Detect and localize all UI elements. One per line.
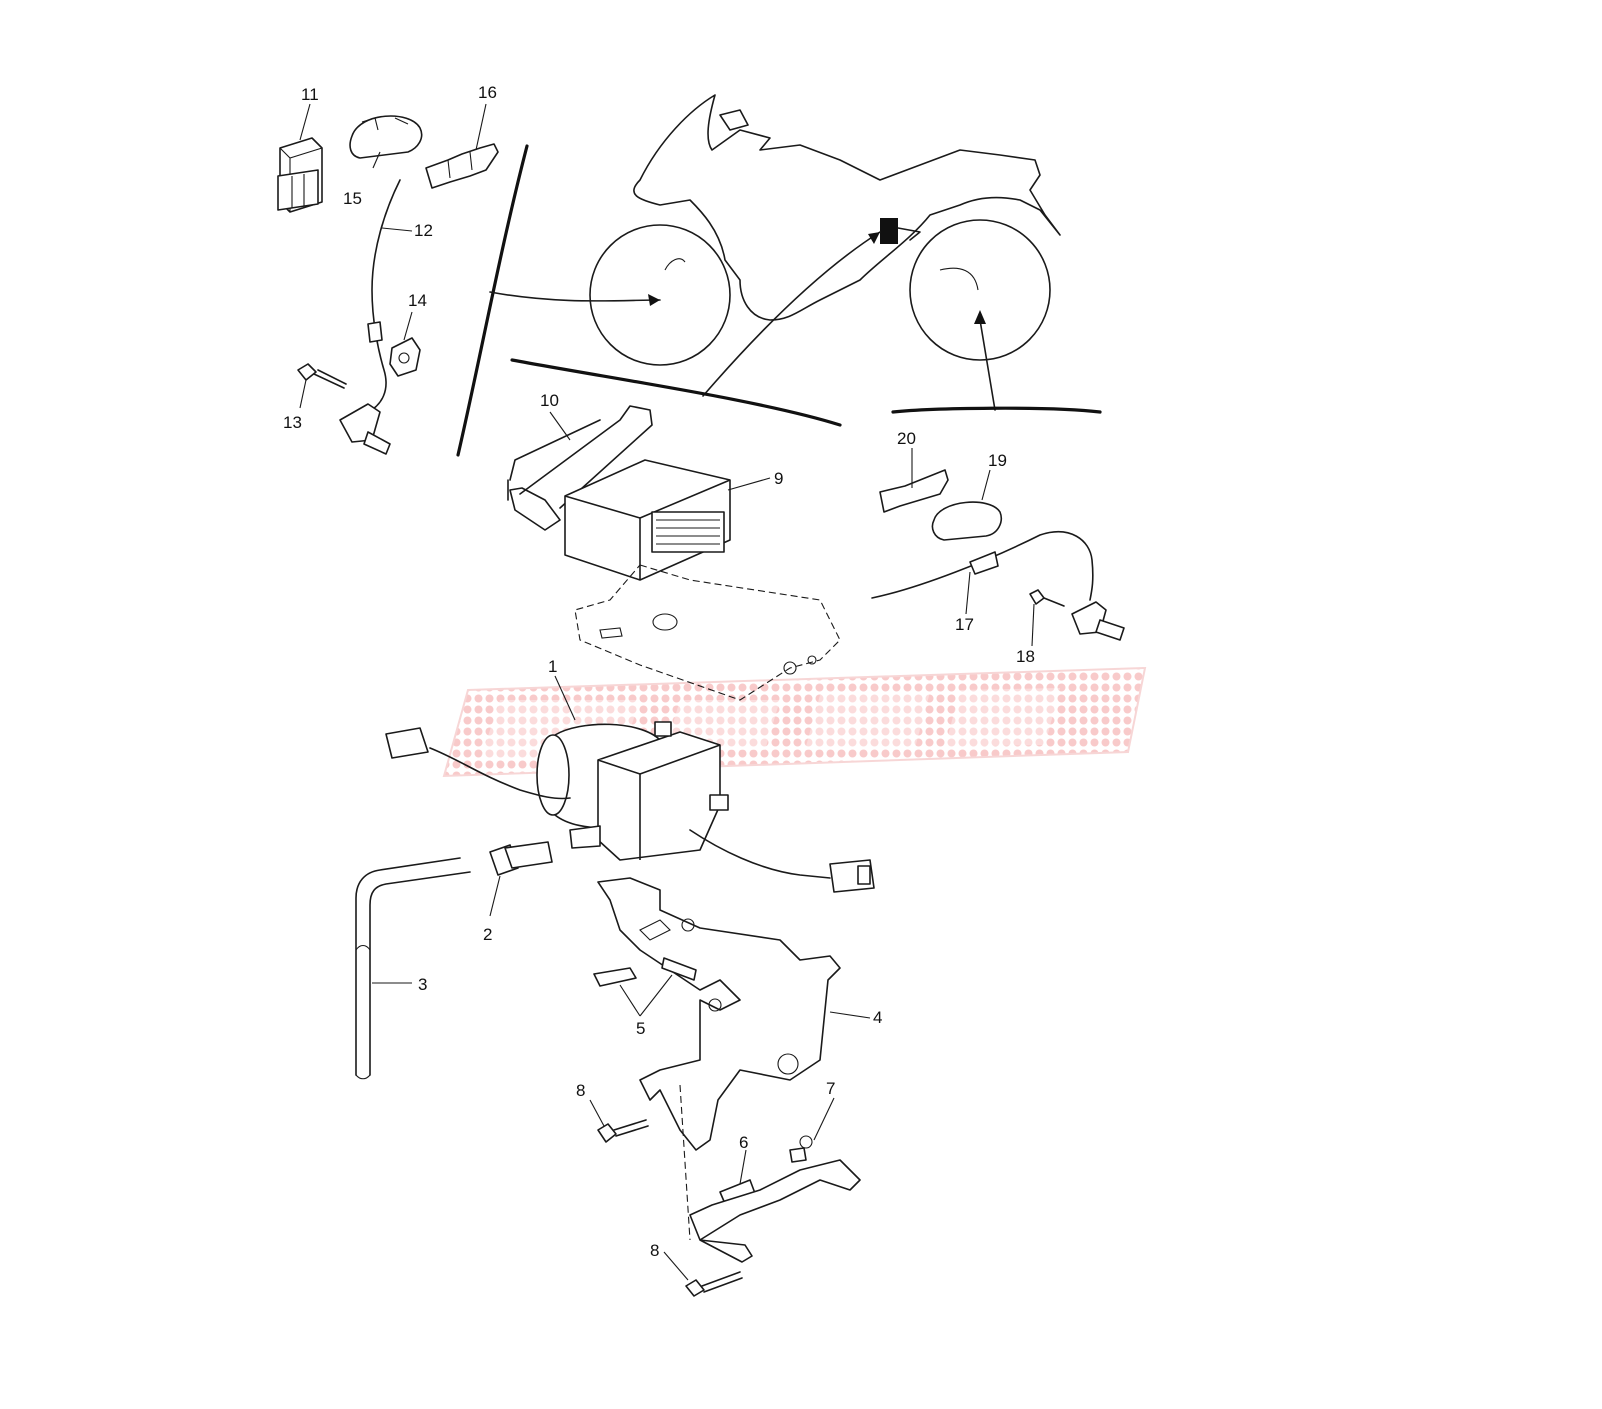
bolt-part-13 — [297, 363, 347, 389]
leader-lines — [299, 103, 1035, 1281]
clamp-part-19 — [931, 501, 1002, 541]
abs-hydraulic-unit-part-1 — [385, 721, 875, 893]
bracket-part-4 — [597, 877, 841, 1241]
callout-2: 2 — [483, 925, 492, 944]
motorcycle-outline — [589, 94, 1061, 411]
clamp-part-15 — [349, 115, 423, 159]
sensor-lead-17 — [871, 531, 1094, 601]
ecu-marker-icon — [880, 218, 898, 244]
callout-9: 9 — [774, 469, 783, 488]
callout-13: 13 — [283, 413, 302, 432]
bolt-part-8-lower — [685, 1271, 743, 1297]
clip-part-20 — [879, 469, 949, 513]
callout-20: 20 — [897, 429, 916, 448]
callout-10: 10 — [540, 391, 559, 410]
callout-16: 16 — [478, 83, 497, 102]
ecu-strap-part-10 — [507, 405, 653, 531]
callout-1: 1 — [548, 657, 557, 676]
callout-6: 6 — [739, 1133, 748, 1152]
callout-3: 3 — [418, 975, 427, 994]
callout-7: 7 — [826, 1079, 835, 1098]
callout-15: 15 — [343, 189, 362, 208]
bolt-part-8-upper — [597, 1119, 649, 1143]
bolt-part-18 — [1029, 589, 1065, 607]
abs-ecu-part-9 — [564, 459, 731, 581]
callout-14: 14 — [408, 291, 427, 310]
callout-18: 18 — [1016, 647, 1035, 666]
callout-17: 17 — [955, 615, 974, 634]
stay-part-7 — [689, 1135, 861, 1263]
callout-12: 12 — [414, 221, 433, 240]
callout-8-lower: 8 — [650, 1241, 659, 1260]
wheel-sensor-front — [339, 403, 391, 455]
callout-5: 5 — [636, 1019, 645, 1038]
wheel-sensor-rear — [1071, 601, 1125, 641]
clip-part-16 — [425, 143, 499, 189]
callout-11: 11 — [301, 85, 319, 104]
ecu-mount-plate — [574, 564, 841, 701]
callout-4: 4 — [873, 1008, 882, 1027]
callout-labels: 1 2 3 4 5 6 7 8 8 9 10 11 12 13 14 15 16… — [283, 83, 1035, 1260]
hose-part-3 — [355, 857, 471, 1080]
hose-fitting-part-2 — [489, 841, 553, 876]
front-sensor-inset — [277, 115, 661, 457]
rear-sensor-inset — [871, 469, 1125, 641]
sensor-lead-12 — [367, 179, 401, 413]
callout-8-upper: 8 — [576, 1081, 585, 1100]
callout-19: 19 — [988, 451, 1007, 470]
bracket-part-14 — [389, 337, 421, 377]
relay-part-11 — [277, 137, 323, 213]
damper-part-5 — [593, 957, 697, 987]
